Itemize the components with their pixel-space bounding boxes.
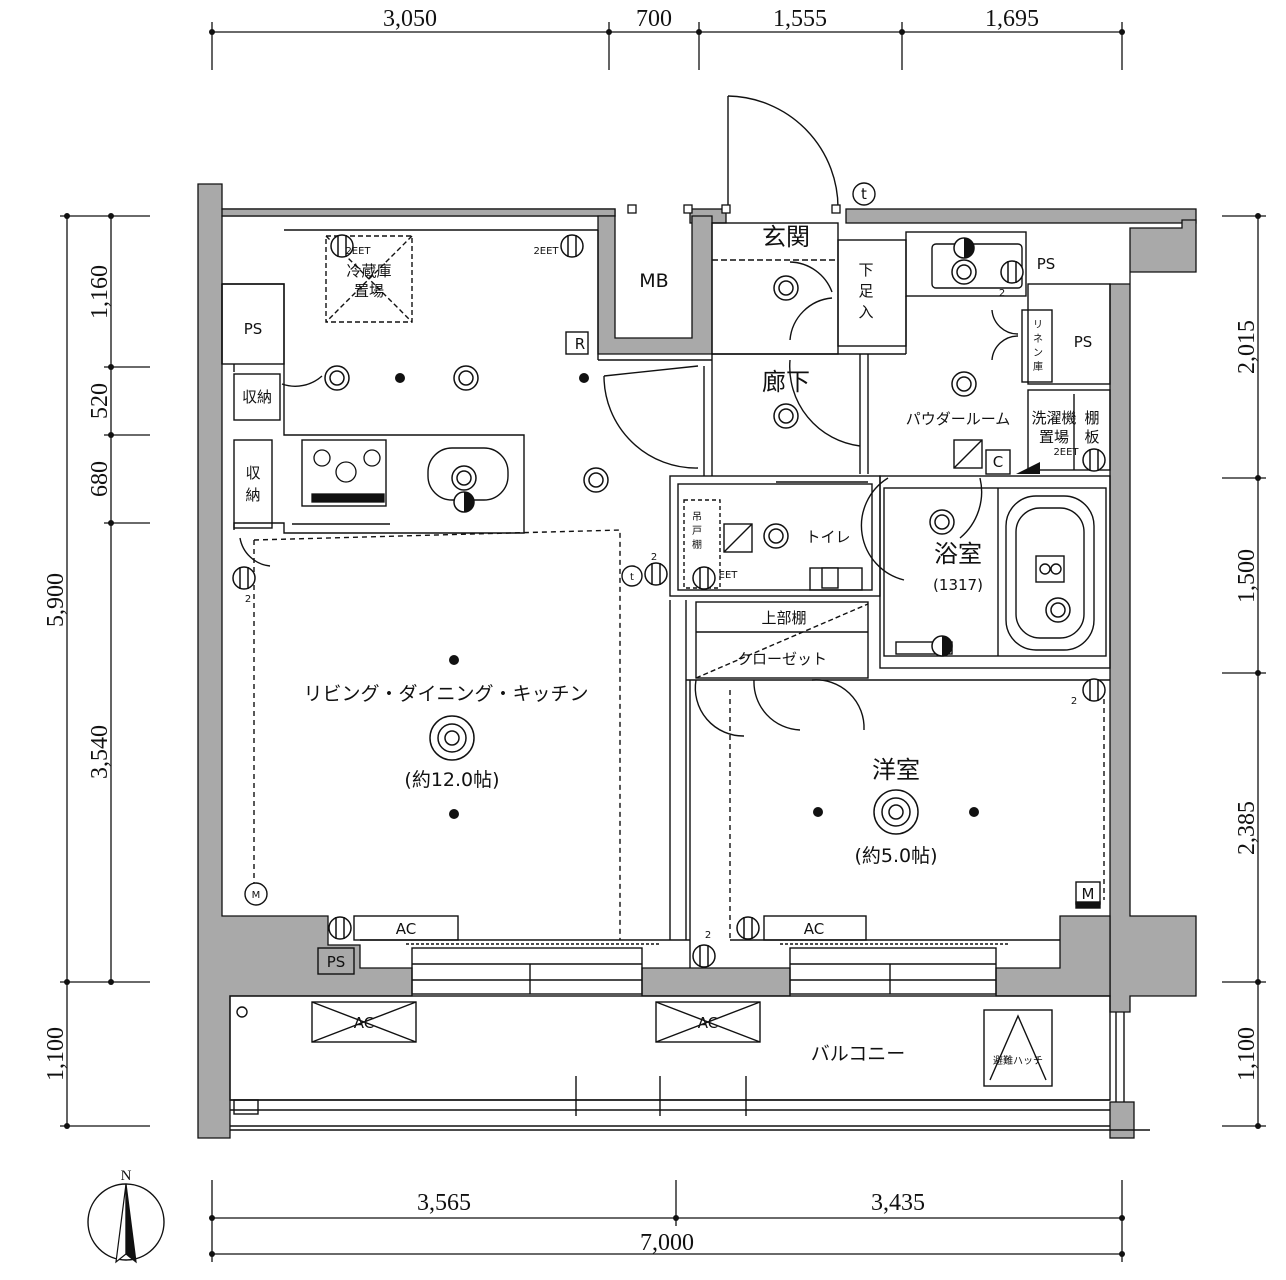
balcony-label: バルコニー bbox=[811, 1043, 906, 1065]
shoe-label-2: 足 bbox=[858, 282, 873, 300]
shoe-label-3: 入 bbox=[858, 303, 873, 321]
storage-label-2a: 収 bbox=[245, 464, 260, 482]
western-main-light bbox=[873, 789, 919, 835]
outlet-count-2: 2 bbox=[245, 594, 251, 605]
t-label-1: t bbox=[630, 572, 634, 583]
ldk-main-light bbox=[429, 715, 475, 761]
ac-label-balcony-1: AC bbox=[354, 1014, 374, 1032]
ac-label-western: AC bbox=[804, 920, 824, 938]
dim-right-3: 2,385 bbox=[1234, 801, 1260, 855]
dim-top-3: 1,555 bbox=[773, 6, 827, 32]
dim-right-4: 1,100 bbox=[1234, 1027, 1260, 1081]
eet-label-4: EET bbox=[719, 570, 739, 581]
switch-marks bbox=[621, 182, 1065, 589]
eet-label-3: 2EET bbox=[1053, 447, 1079, 458]
sensors bbox=[453, 237, 975, 657]
shelf-label-2: 板 bbox=[1084, 428, 1099, 446]
dim-right-2: 1,500 bbox=[1234, 549, 1260, 603]
stove-burners bbox=[311, 449, 385, 503]
ac-label-ldk: AC bbox=[396, 920, 416, 938]
eet-label-2: 2EET bbox=[533, 246, 559, 257]
ps-label-3: PS bbox=[1074, 333, 1093, 351]
m-label-2: M bbox=[252, 890, 261, 901]
linen-label-4: 庫 bbox=[1033, 360, 1043, 373]
interior-lines bbox=[221, 95, 1150, 1131]
t-label-2: t bbox=[861, 185, 867, 203]
storage-label-1: 収納 bbox=[242, 388, 272, 406]
ac-label-balcony-2: AC bbox=[698, 1014, 718, 1032]
hanging-label-3: 棚 bbox=[692, 538, 702, 551]
dim-left-4: 5,900 bbox=[43, 573, 69, 627]
linen-label-1: リ bbox=[1033, 320, 1043, 331]
ldk-label: リビング・ダイニング・キッチン bbox=[303, 683, 588, 705]
hanging-label-2: 戸 bbox=[692, 525, 702, 537]
dimension-ticks bbox=[64, 29, 1261, 1257]
linen-label-2: ネ bbox=[1033, 333, 1043, 345]
washer-label-2: 置場 bbox=[1039, 428, 1069, 446]
fridge-label-1: 冷蔵庫 bbox=[346, 262, 391, 280]
ps-label-1: PS bbox=[244, 320, 263, 338]
outlet-count-1: 2 bbox=[651, 552, 657, 563]
dim-left-1: 1,160 bbox=[87, 265, 113, 319]
dim-left-5: 3,540 bbox=[87, 725, 113, 779]
dim-top-2: 700 bbox=[636, 6, 672, 32]
closet-label: クローゼット bbox=[737, 650, 827, 668]
label-boxes bbox=[244, 331, 1101, 909]
dim-right-1: 2,015 bbox=[1234, 320, 1260, 374]
entrance-label: 玄関 bbox=[762, 223, 810, 251]
dim-bottom-3: 7,000 bbox=[640, 1230, 694, 1256]
mb-label: MB bbox=[639, 270, 668, 292]
bath-label: 浴室 bbox=[934, 540, 982, 568]
north-arrow bbox=[87, 1183, 165, 1264]
dim-left-6: 1,100 bbox=[43, 1027, 69, 1081]
corridor-label: 廊下 bbox=[762, 368, 810, 396]
ps-label-4: PS bbox=[327, 953, 346, 971]
mb-markers bbox=[627, 204, 841, 214]
ldk-size-label: (約12.0帖) bbox=[404, 769, 499, 791]
storage-label-2b: 納 bbox=[245, 486, 260, 504]
north-label: N bbox=[121, 1168, 132, 1184]
c-label: C bbox=[993, 453, 1003, 471]
dim-left-3: 680 bbox=[87, 461, 113, 497]
dim-left-2: 520 bbox=[87, 383, 113, 419]
dim-top-4: 1,695 bbox=[985, 6, 1039, 32]
ceiling-dots bbox=[395, 373, 979, 819]
linen-label-3: ン bbox=[1033, 348, 1043, 359]
fridge-label-2: 置場 bbox=[354, 282, 384, 300]
ps-label-2: PS bbox=[1037, 255, 1056, 273]
hanging-label-1: 吊 bbox=[692, 511, 702, 523]
powder-room-label: パウダールーム bbox=[906, 410, 1011, 428]
outlet-count-4: 2 bbox=[1071, 696, 1077, 707]
eet-label-1: 2EET bbox=[345, 246, 371, 257]
western-room-label: 洋室 bbox=[872, 756, 920, 784]
m-label-1: M bbox=[1082, 885, 1095, 903]
washer-label-1: 洗濯機 bbox=[1031, 409, 1076, 427]
upper-shelf-label: 上部棚 bbox=[761, 609, 806, 627]
escape-hatch-label: 避難ハッチ bbox=[993, 1054, 1043, 1067]
washer-corner bbox=[1016, 462, 1040, 474]
western-size-label: (約5.0帖) bbox=[854, 845, 937, 867]
dim-top-1: 3,050 bbox=[383, 6, 437, 32]
dim-bottom-2: 3,435 bbox=[871, 1190, 925, 1216]
outlet-count-5: 2 bbox=[705, 930, 711, 941]
r-label: R bbox=[575, 335, 585, 353]
dim-bottom-1: 3,565 bbox=[417, 1190, 471, 1216]
outlet-count-3: 2 bbox=[999, 288, 1005, 299]
toilet-label: トイレ bbox=[805, 528, 850, 546]
shelf-label-1: 棚 bbox=[1084, 409, 1099, 427]
bath-size-label: (1317) bbox=[933, 576, 983, 594]
walls bbox=[197, 183, 1197, 1139]
shoe-label-1: 下 bbox=[858, 261, 873, 279]
